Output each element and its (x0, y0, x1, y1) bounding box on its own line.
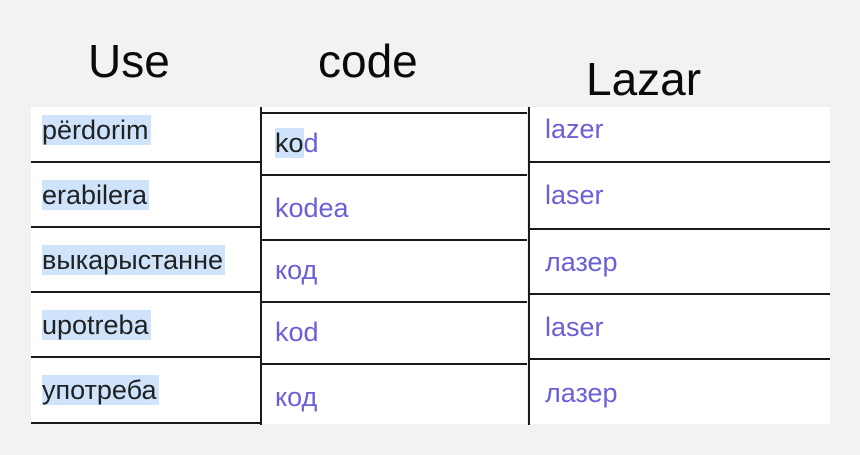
use-cell[interactable]: выкарыстанне (42, 245, 226, 276)
code-column-panel (262, 107, 527, 424)
lazar-link[interactable]: лазер (545, 378, 618, 408)
row-divider (262, 112, 527, 114)
use-cell-text: përdorim (42, 115, 151, 145)
code-link[interactable]: kodea (275, 193, 349, 224)
lazar-link[interactable]: лазер (545, 247, 618, 277)
use-cell[interactable]: употреба (42, 375, 159, 406)
lazar-link[interactable]: laser (545, 180, 604, 210)
code-link[interactable]: код (275, 255, 317, 286)
column-header-lazar: Lazar (586, 53, 702, 105)
row-divider (31, 422, 260, 424)
row-divider (262, 363, 527, 365)
row-divider (262, 301, 527, 303)
column-divider (260, 107, 262, 425)
code-link-selected-text: ko (275, 128, 304, 158)
row-divider (262, 174, 527, 176)
use-cell[interactable]: përdorim (42, 115, 151, 146)
code-link[interactable]: код (275, 382, 317, 413)
use-cell-text: выкарыстанне (42, 245, 226, 275)
row-divider (262, 239, 527, 241)
use-cell-text: употреба (42, 375, 159, 405)
row-divider (31, 291, 260, 293)
code-link[interactable]: kod (275, 317, 319, 348)
code-link-text: код (275, 382, 318, 412)
lazar-column-panel (530, 107, 830, 424)
row-divider (530, 161, 830, 163)
code-link[interactable]: kod (275, 128, 319, 159)
column-divider (528, 107, 530, 425)
code-link-text: код (275, 255, 318, 285)
code-link-text: kodea (275, 193, 349, 223)
use-cell[interactable]: upotreba (42, 310, 151, 341)
code-link-text: d (303, 128, 319, 158)
row-divider (530, 228, 830, 230)
row-divider (530, 293, 830, 295)
row-divider (530, 358, 830, 360)
row-divider (31, 161, 260, 163)
use-cell-text: upotreba (42, 310, 151, 340)
code-link-text: kod (275, 317, 319, 347)
lazar-link[interactable]: laser (545, 312, 604, 342)
column-header-use: Use (88, 35, 170, 87)
column-header-code: code (318, 35, 418, 87)
use-cell[interactable]: erabilera (42, 180, 150, 211)
row-divider (31, 356, 260, 358)
use-cell-text: erabilera (42, 180, 150, 210)
row-divider (31, 226, 260, 228)
lazar-link[interactable]: lazer (545, 114, 604, 144)
